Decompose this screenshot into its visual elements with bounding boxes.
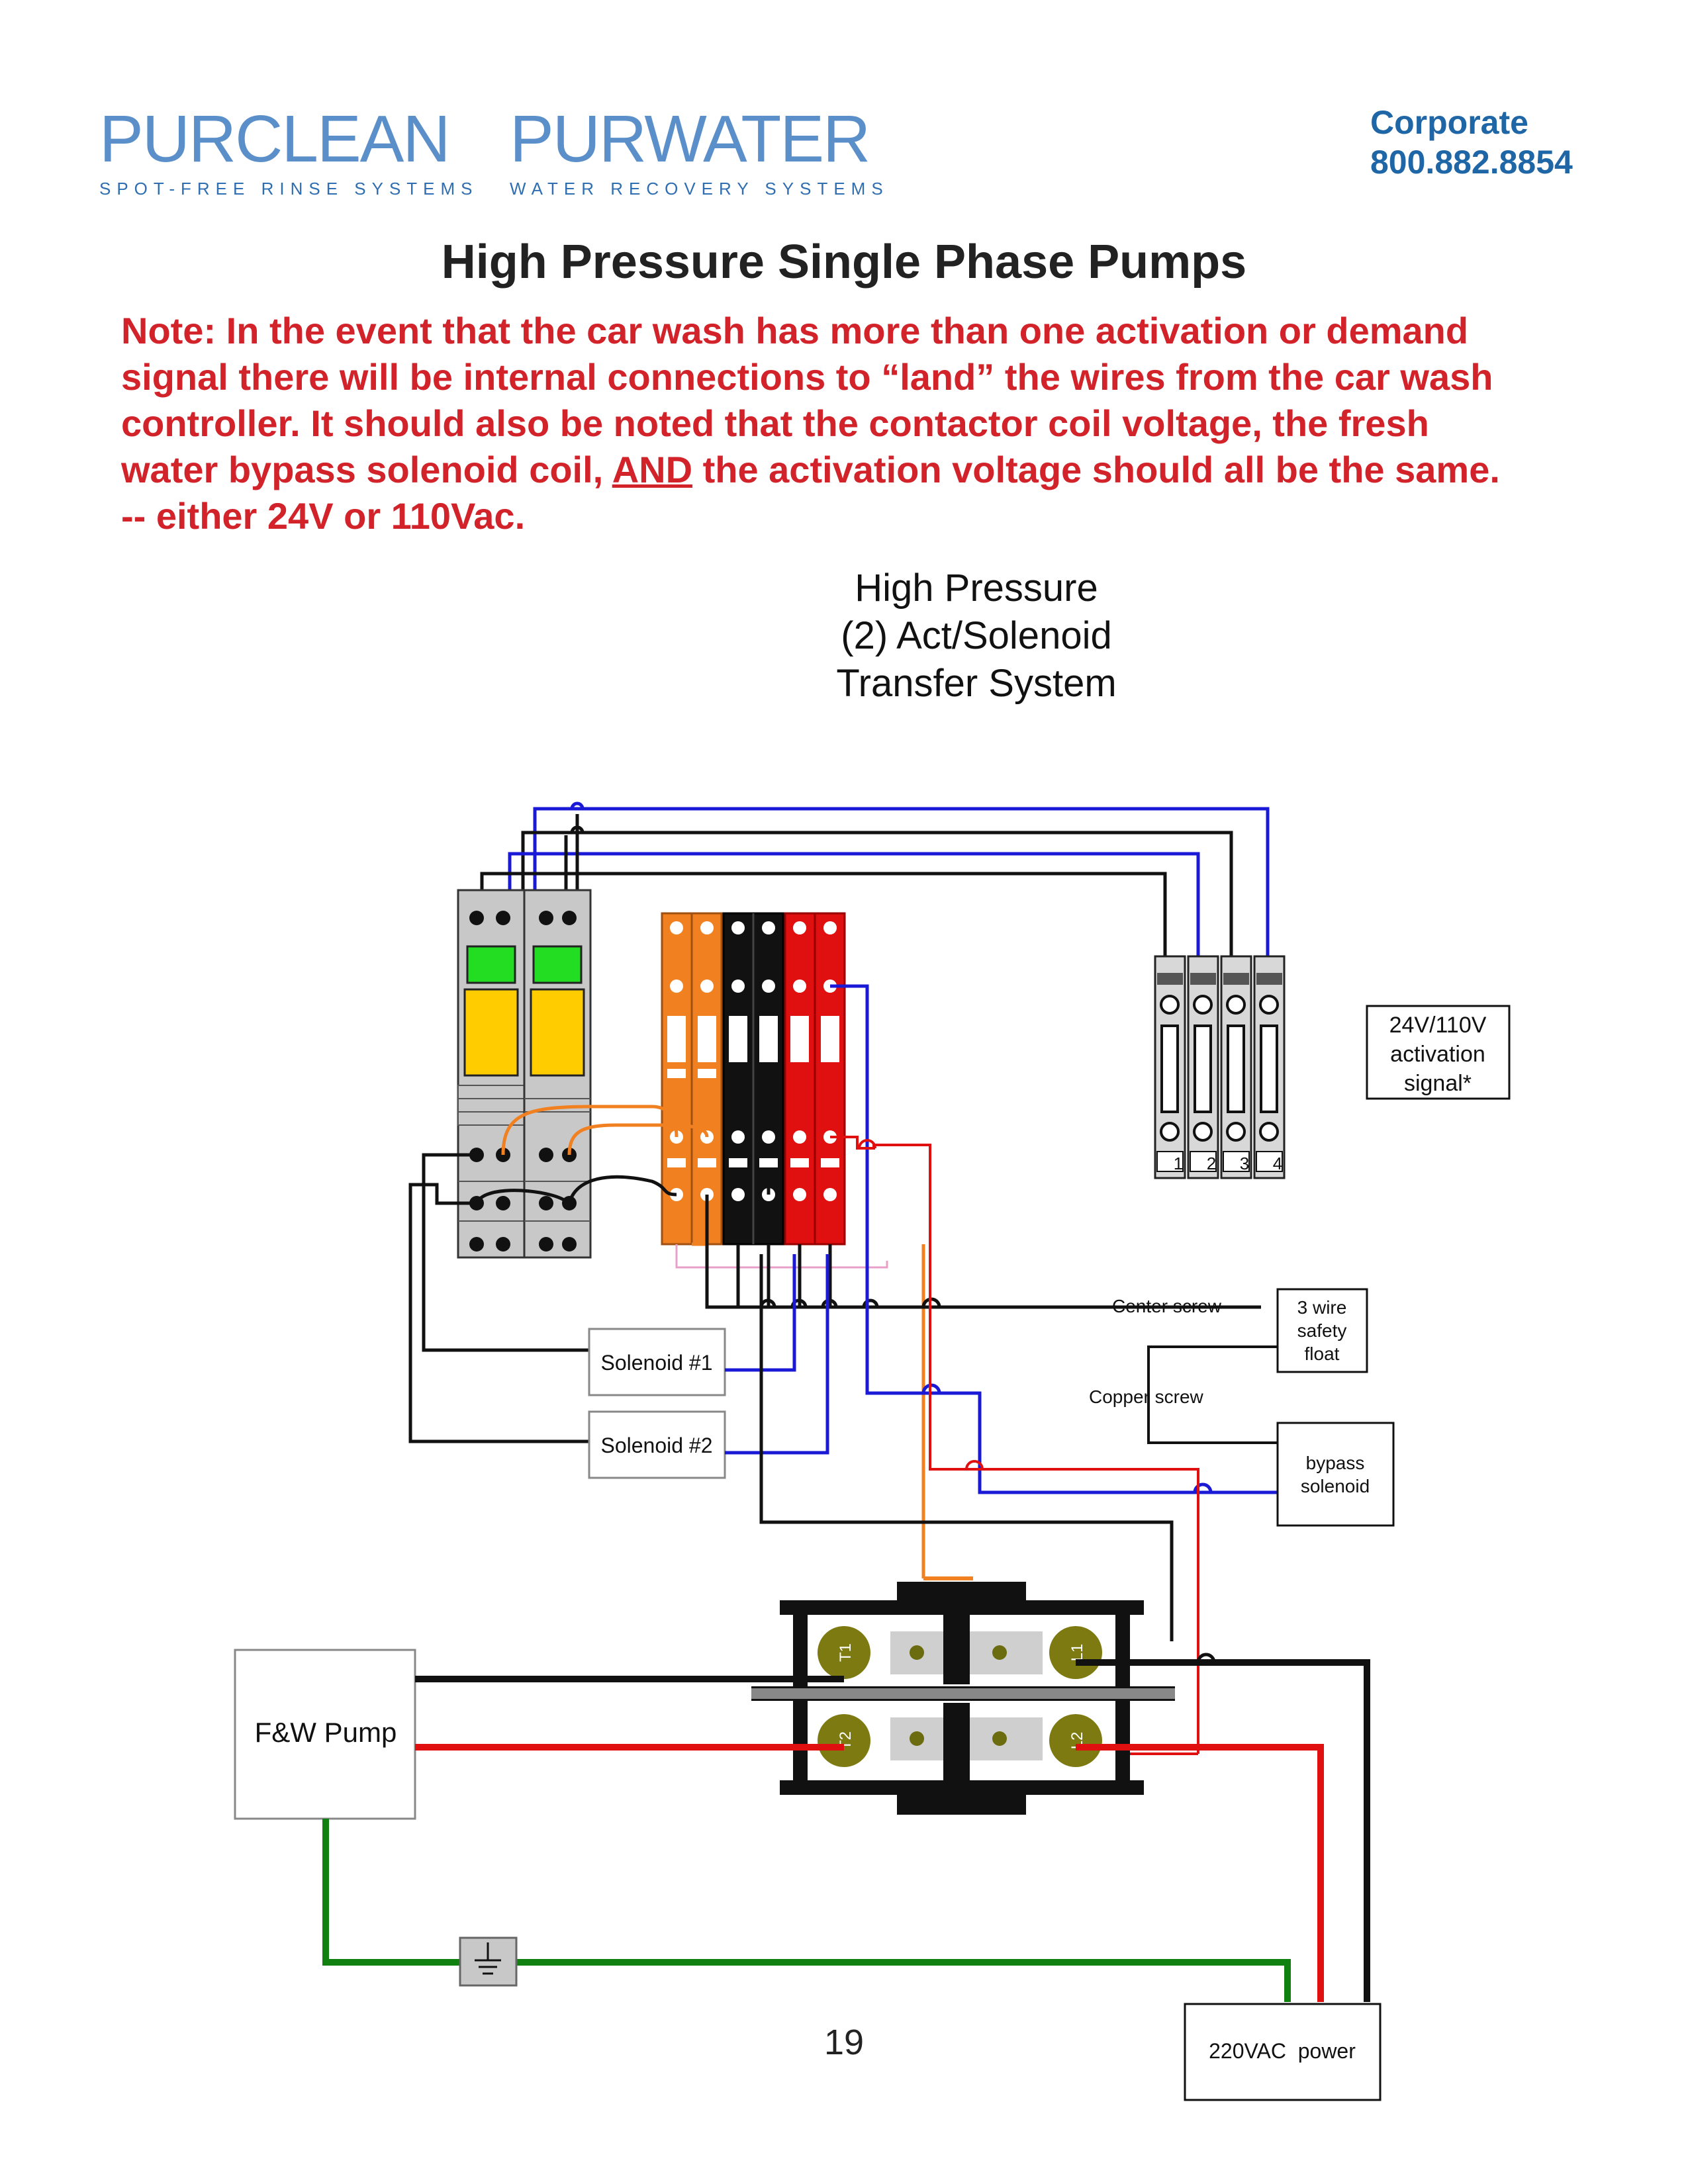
activation-box-line-1: 24V/110V	[1389, 1013, 1487, 1038]
note-line-4-end: the activation voltage should all be the…	[692, 449, 1500, 490]
float-bypass-wires	[1147, 1345, 1278, 1444]
fw-pump-label: F&W Pump	[255, 1717, 397, 1748]
purwater-logo-tagline: WATER RECOVERY SYSTEMS	[510, 179, 889, 199]
solenoid-1-label: Solenoid #1	[600, 1351, 712, 1375]
page-number: 19	[824, 2023, 865, 2062]
copper-screw-label: Copper screw	[1089, 1387, 1204, 1407]
system-title-line-3: Transfer System	[836, 662, 1117, 705]
black-jumper-wires	[408, 1153, 781, 1443]
corporate-label: Corporate	[1370, 104, 1528, 141]
terminal-number-2: 2	[1207, 1154, 1216, 1173]
float-box-line-1: 3 wire	[1297, 1297, 1347, 1318]
note-line-5: -- either 24V or 110Vac.	[121, 495, 526, 537]
safety-float-box: 3 wire safety float	[1276, 1288, 1368, 1373]
center-screw-label: Center screw	[1112, 1296, 1222, 1316]
pink-jumper-wires	[675, 1244, 888, 1269]
purclean-logo-tagline: SPOT-FREE RINSE SYSTEMS	[99, 179, 479, 199]
activation-signal-box: 24V/110V activation signal*	[1366, 1005, 1511, 1100]
float-box-line-2: safety	[1297, 1320, 1347, 1341]
terminal-number-3: 3	[1240, 1154, 1249, 1173]
note-emphasis-and: AND	[612, 449, 693, 490]
page-title: High Pressure Single Phase Pumps	[441, 236, 1247, 289]
solenoid-2-label: Solenoid #2	[600, 1433, 712, 1457]
activation-terminal-strip: 1 2 3 4	[1154, 955, 1286, 1179]
relay-1	[457, 889, 526, 1259]
solenoid-1-box: Solenoid #1	[588, 1328, 726, 1396]
activation-box-line-2: activation	[1390, 1042, 1485, 1067]
corporate-contact: Corporate 800.882.8854	[1370, 103, 1573, 182]
purwater-logo-word: PURWATER	[510, 102, 870, 176]
purclean-logo: PURCLEAN SPOT-FREE RINSE SYSTEMS	[99, 106, 479, 199]
contactor-terminal-t1: T1	[837, 1643, 855, 1662]
system-title: High Pressure (2) Act/Solenoid Transfer …	[745, 565, 1208, 707]
installation-note: Note: In the event that the car wash has…	[121, 308, 1604, 539]
purclean-logo-word: PURCLEAN	[99, 102, 451, 176]
fw-pump-box: F&W Pump	[234, 1649, 416, 1820]
note-line-2: signal there will be internal connection…	[121, 356, 1493, 398]
terminal-block-orange	[661, 912, 723, 1246]
activation-bus-wires	[480, 801, 1270, 993]
system-title-line-1: High Pressure	[855, 567, 1098, 610]
float-box-line-3: float	[1305, 1343, 1340, 1364]
bypass-box-line-2: solenoid	[1301, 1476, 1370, 1496]
system-title-line-2: (2) Act/Solenoid	[841, 614, 1112, 657]
ground-icon	[459, 1936, 518, 1987]
bypass-solenoid-box: bypass solenoid	[1276, 1422, 1395, 1527]
terminal-number-4: 4	[1273, 1154, 1282, 1173]
note-line-4-start: water bypass solenoid coil,	[121, 449, 612, 490]
terminal-number-1: 1	[1174, 1154, 1183, 1173]
corporate-phone: 800.882.8854	[1370, 144, 1573, 181]
contactor: T1 L1 T2 L2	[751, 1582, 1175, 1815]
terminal-block-red	[784, 912, 846, 1246]
note-line-3: controller. It should also be noted that…	[121, 402, 1429, 444]
relay-2	[523, 889, 592, 1259]
power-supply-label: 220VAC power	[1209, 2039, 1356, 2063]
bypass-box-line-1: bypass	[1306, 1453, 1365, 1473]
solenoid-2-box: Solenoid #2	[588, 1410, 726, 1479]
activation-box-line-3: signal*	[1404, 1071, 1472, 1096]
terminal-block-black	[722, 912, 784, 1246]
note-line-1: Note: In the event that the car wash has…	[121, 310, 1469, 351]
contactor-terminal-l1: L1	[1068, 1644, 1086, 1662]
pump-power-wires	[415, 1653, 1370, 2002]
purwater-logo: PURWATER WATER RECOVERY SYSTEMS	[510, 106, 889, 199]
note-line-4: water bypass solenoid coil, AND the acti…	[121, 447, 1604, 493]
power-supply-box: 220VAC power	[1184, 2003, 1382, 2101]
ground-wire	[322, 1819, 1291, 2002]
